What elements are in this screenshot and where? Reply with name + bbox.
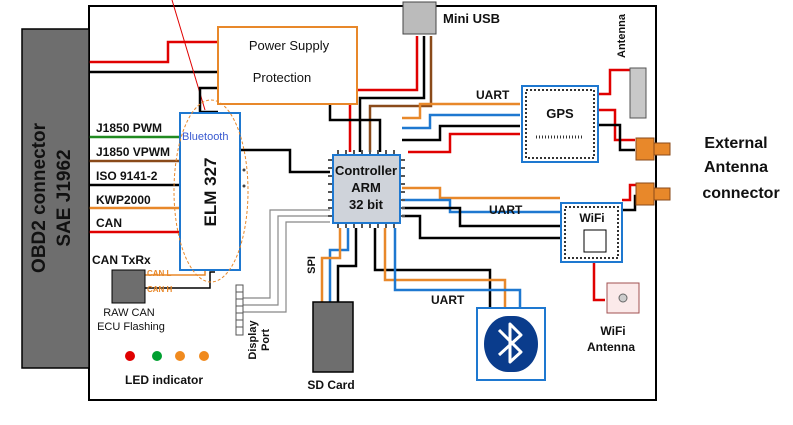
can-transceiver: CAN TxRx CAN L CAN H RAW CAN ECU Flashin…	[92, 253, 173, 333]
led-indicators: LED indicator	[125, 351, 209, 387]
gps-uart-label: UART	[476, 88, 510, 102]
elm327-label: ELM 327	[201, 158, 220, 227]
elm327-block: ELM 327 Bluetooth	[173, 99, 249, 283]
protocol-iso9141: ISO 9141-2	[96, 169, 158, 183]
external-label-1: External	[704, 135, 767, 152]
can-h-label: CAN H	[147, 285, 173, 294]
can-txrx-label: CAN TxRx	[92, 253, 151, 267]
protocol-can: CAN	[96, 216, 122, 230]
ecu-flashing-label: ECU Flashing	[97, 321, 165, 333]
display-label: Display	[247, 320, 259, 360]
protocol-kwp2000: KWP2000	[96, 193, 151, 207]
led-orange-1	[175, 351, 185, 361]
protocol-j1850-vpwm: J1850 VPWM	[96, 145, 170, 159]
led-orange-2	[199, 351, 209, 361]
wifi-module: WiFi UART	[489, 202, 623, 263]
protocol-j1850-pwm: J1850 PWM	[96, 121, 162, 135]
controller-block: Controller ARM 32 bit	[328, 150, 405, 228]
bluetooth-text: Bluetooth	[182, 131, 228, 143]
controller-label: Controller	[335, 163, 397, 178]
wifi-antenna-label-1: WiFi	[600, 324, 625, 338]
controller-bits-label: 32 bit	[349, 197, 384, 212]
gps-module: GPS UART	[476, 85, 599, 163]
can-l-label: CAN L	[147, 269, 172, 278]
external-antenna-connectors: External Antenna connector	[635, 135, 780, 206]
external-label-2: Antenna	[704, 159, 768, 176]
protocol-labels: J1850 PWM J1850 VPWM ISO 9141-2 KWP2000 …	[96, 121, 170, 230]
power-supply-label: Power Supply	[249, 38, 330, 53]
mini-usb-label: Mini USB	[443, 11, 500, 26]
gps-antenna: Antenna	[616, 13, 647, 119]
mini-usb: Mini USB	[402, 1, 500, 35]
obd-connector: OBD2 connector SAE J1962	[21, 28, 90, 369]
obd-subtitle: SAE J1962	[54, 149, 75, 246]
bluetooth-module: UART	[431, 293, 546, 381]
bluetooth-uart-label: UART	[431, 293, 465, 307]
wifi-antenna: WiFi Antenna	[587, 282, 640, 354]
gps-label: GPS	[546, 106, 574, 121]
sd-card: SPI SD Card	[306, 256, 355, 392]
wifi-uart-label: UART	[489, 203, 523, 217]
antenna-label: Antenna	[616, 13, 628, 58]
wifi-antenna-label-2: Antenna	[587, 340, 635, 354]
led-red	[125, 351, 135, 361]
wifi-label: WiFi	[579, 211, 604, 225]
led-indicator-label: LED indicator	[125, 373, 203, 387]
external-label-3: connector	[702, 185, 779, 202]
protection-label: Protection	[253, 70, 312, 85]
port-label: Port	[260, 329, 272, 351]
display-port: Display Port	[235, 284, 272, 360]
sd-card-label: SD Card	[307, 378, 354, 392]
power-supply-block: Power Supply Protection	[217, 26, 358, 105]
controller-arm-label: ARM	[351, 180, 381, 195]
spi-label: SPI	[306, 256, 318, 274]
obd-title: OBD2 connector	[29, 122, 50, 273]
raw-can-label: RAW CAN	[103, 307, 155, 319]
led-green	[152, 351, 162, 361]
